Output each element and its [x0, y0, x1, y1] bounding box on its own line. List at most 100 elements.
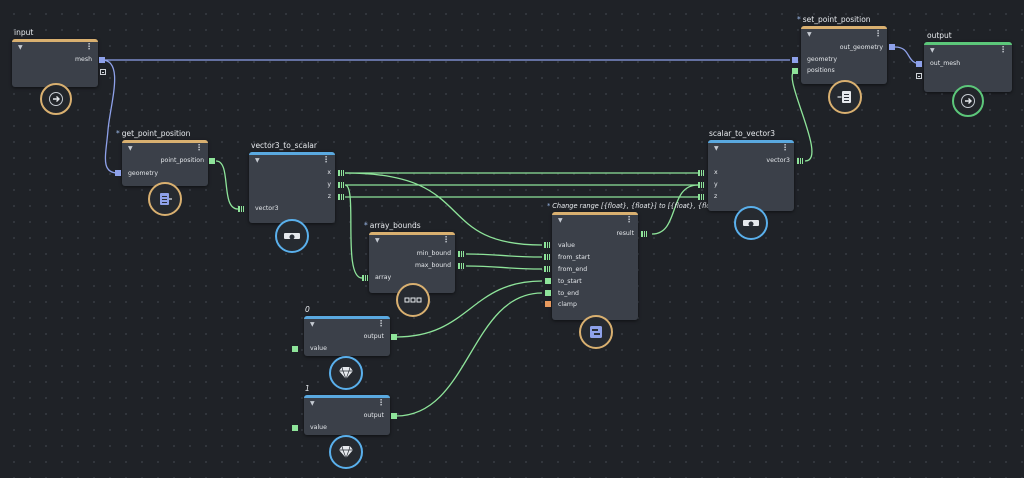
port-result-out[interactable]: [641, 231, 648, 237]
wire-position-to-vector3[interactable]: [215, 160, 239, 210]
port-label-geometry: geometry: [807, 56, 837, 63]
node-change-range[interactable]: ▼ ⋮ result value from_start from_end to_…: [552, 212, 638, 320]
node-vector3-to-scalar[interactable]: ▼ ⋮ x y z vector3: [249, 152, 335, 223]
node-title-get-point-position: *get_point_position: [116, 129, 191, 138]
node-menu-icon[interactable]: ⋮: [625, 215, 633, 224]
node-menu-icon[interactable]: ⋮: [999, 45, 1007, 54]
wire-y-to-array[interactable]: [344, 184, 363, 279]
port-label-out-geometry: out_geometry: [839, 44, 883, 51]
port-label-x: x: [327, 169, 331, 176]
node-menu-icon[interactable]: ⋮: [377, 319, 385, 328]
vertex-list-icon: [148, 182, 182, 216]
range-remap-icon: [579, 315, 613, 349]
wire-vector3-to-positions[interactable]: [791, 70, 813, 162]
port-out-mesh-in[interactable]: [916, 61, 922, 67]
node-title-value-1: 1: [305, 384, 310, 393]
node-title-text: array_bounds: [369, 221, 421, 230]
port-value-1-in[interactable]: [292, 425, 298, 431]
node-header-bar: [924, 42, 1012, 45]
node-title-value-0: 0: [305, 305, 310, 314]
port-from-end-in[interactable]: [544, 266, 551, 272]
port-label-to-start: to_start: [558, 278, 582, 285]
port-label-y: y: [714, 181, 718, 188]
port-to-start-in[interactable]: [545, 278, 551, 284]
node-menu-icon[interactable]: ⋮: [781, 143, 789, 152]
collapse-toggle-icon[interactable]: ▼: [558, 217, 563, 224]
port-label-value: value: [558, 242, 575, 249]
port-label-max-bound: max_bound: [414, 262, 451, 269]
port-label-y: y: [327, 181, 331, 188]
node-value-0[interactable]: ▼ ⋮ output value: [304, 316, 390, 356]
port-geometry-in[interactable]: [792, 57, 798, 63]
node-scalar-to-vector3[interactable]: ▼ ⋮ vector3 x y z: [708, 140, 794, 211]
node-get-point-position[interactable]: ▼ ⋮ point_position geometry: [122, 140, 208, 186]
node-title-set-point-position: *set_point_position: [797, 15, 871, 24]
port-label-clamp: clamp: [558, 301, 577, 308]
node-menu-icon[interactable]: ⋮: [377, 398, 385, 407]
port-out-geometry-out[interactable]: [889, 44, 895, 50]
port-z-in[interactable]: [698, 194, 705, 200]
node-menu-icon[interactable]: ⋮: [322, 155, 330, 164]
node-output[interactable]: ▼ ⋮ out_mesh: [924, 42, 1012, 92]
collapse-toggle-icon[interactable]: ▼: [807, 31, 812, 38]
port-label-z: z: [327, 193, 331, 200]
arrow-right-circle-icon: [40, 83, 72, 115]
add-port-icon[interactable]: [100, 69, 106, 75]
node-title-text: set_point_position: [802, 15, 871, 24]
port-value-0-in[interactable]: [292, 346, 298, 352]
port-clamp-in[interactable]: [545, 301, 551, 307]
collapse-toggle-icon[interactable]: ▼: [255, 157, 260, 164]
diamond-icon: [329, 356, 363, 390]
port-value-in[interactable]: [544, 242, 551, 248]
wire-min-to-from-start[interactable]: [465, 253, 543, 258]
node-title-text: Change range [{float}, {float}] to [{flo…: [552, 202, 724, 210]
node-title-input: input: [14, 28, 34, 37]
collapse-toggle-icon[interactable]: ▼: [310, 400, 315, 407]
node-header-bar: [249, 152, 335, 155]
port-max-bound-out[interactable]: [458, 263, 465, 269]
port-vector3-in[interactable]: [238, 206, 245, 212]
port-output-1-out[interactable]: [391, 413, 397, 419]
port-array-in[interactable]: [362, 275, 369, 281]
array-dots-icon: [396, 283, 430, 317]
node-set-point-position[interactable]: ▼ ⋮ out_geometry geometry positions: [801, 26, 887, 84]
node-header-bar: [801, 26, 887, 29]
port-vector3-out[interactable]: [797, 158, 804, 164]
port-label-min-bound: min_bound: [416, 250, 451, 257]
node-menu-icon[interactable]: ⋮: [442, 235, 450, 244]
port-y-out[interactable]: [338, 182, 345, 188]
add-port-icon[interactable]: [916, 73, 922, 79]
port-y-in[interactable]: [698, 182, 705, 188]
node-menu-icon[interactable]: ⋮: [874, 29, 882, 38]
wire-mesh-to-get-geometry[interactable]: [101, 59, 119, 174]
node-value-1[interactable]: ▼ ⋮ output value: [304, 395, 390, 435]
collapse-toggle-icon[interactable]: ▼: [18, 44, 23, 51]
port-label-vector3: vector3: [255, 205, 279, 212]
port-positions-in[interactable]: [792, 68, 798, 74]
node-header-bar: [12, 39, 98, 42]
port-label-array: array: [375, 274, 392, 281]
port-output-0-out[interactable]: [391, 334, 397, 340]
port-mesh-out[interactable]: [99, 57, 105, 63]
wire-max-to-from-end[interactable]: [465, 265, 543, 270]
node-header-bar: [708, 140, 794, 143]
collapse-toggle-icon[interactable]: ▼: [128, 145, 133, 152]
port-geometry-in[interactable]: [115, 170, 121, 176]
port-x-in[interactable]: [698, 170, 705, 176]
port-min-bound-out[interactable]: [458, 251, 465, 257]
node-array-bounds[interactable]: ▼ ⋮ min_bound max_bound array: [369, 232, 455, 293]
port-label-mesh: mesh: [75, 56, 92, 63]
port-to-end-in[interactable]: [545, 290, 551, 296]
collapse-toggle-icon[interactable]: ▼: [310, 321, 315, 328]
port-point-position-out[interactable]: [209, 158, 215, 164]
port-from-start-in[interactable]: [544, 254, 551, 260]
node-menu-icon[interactable]: ⋮: [195, 143, 203, 152]
collapse-toggle-icon[interactable]: ▼: [375, 237, 380, 244]
port-x-out[interactable]: [338, 170, 345, 176]
node-menu-icon[interactable]: ⋮: [85, 42, 93, 51]
collapse-toggle-icon[interactable]: ▼: [930, 47, 935, 54]
port-z-out[interactable]: [338, 194, 345, 200]
collapse-toggle-icon[interactable]: ▼: [714, 145, 719, 152]
port-label-z: z: [714, 193, 718, 200]
node-input[interactable]: ▼ ⋮ mesh: [12, 39, 98, 87]
